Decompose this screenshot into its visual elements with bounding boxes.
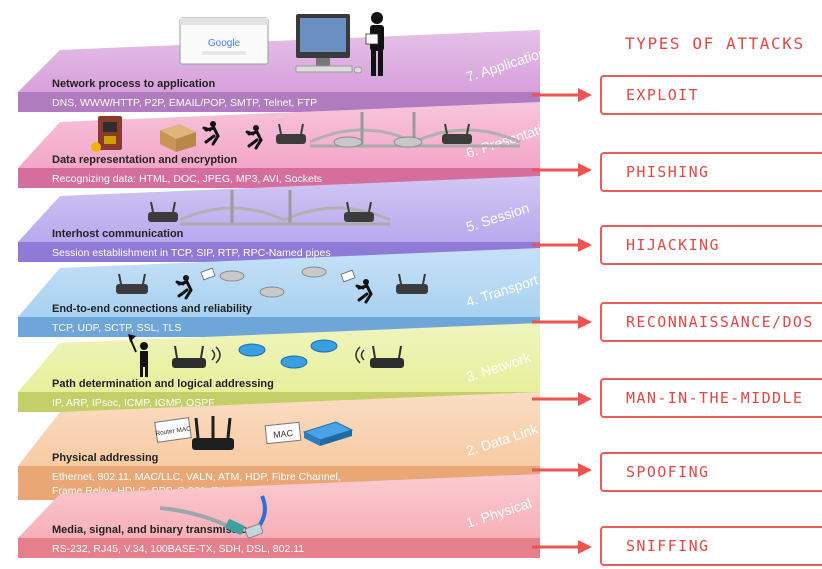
layer-protocols: IP, ARP, IPsec, ICMP, IGMP, OSPF xyxy=(52,397,215,409)
mac-tag-text: MAC xyxy=(273,428,294,440)
router-mac-tag-text: Router MAC xyxy=(155,425,192,437)
router-mac-tag: Router MAC xyxy=(154,417,192,443)
router-icon xyxy=(442,123,472,144)
attack-box-exploit: EXPLOIT xyxy=(600,75,822,115)
attack-label: SPOOFING xyxy=(626,463,710,481)
arrow-icon xyxy=(532,88,592,102)
router-icon xyxy=(172,345,206,368)
attack-label: EXPLOIT xyxy=(626,86,700,104)
attacks-title: TYPES OF ATTACKS xyxy=(625,34,805,53)
attack-label: HIJACKING xyxy=(626,236,720,254)
person-icon xyxy=(365,12,384,76)
router-icon xyxy=(192,416,234,450)
network-router-icon xyxy=(238,339,338,369)
layer-protocols: Session establishment in TCP, SIP, RTP, … xyxy=(52,247,331,259)
attack-box-reconnaissance-dos: RECONNAISSANCE/DOS xyxy=(600,302,822,342)
arrow-icon xyxy=(532,238,592,252)
envelope-icon xyxy=(200,267,216,281)
attack-label: SNIFFING xyxy=(626,537,710,555)
runner-icon xyxy=(245,125,263,150)
attack-box-hijacking: HIJACKING xyxy=(600,225,822,265)
envelope-icon xyxy=(340,269,356,283)
atm-icon xyxy=(98,116,122,150)
network-hub-icon xyxy=(333,136,423,148)
package-icon xyxy=(160,124,196,152)
router-icon xyxy=(370,345,404,368)
arrow-icon xyxy=(532,163,592,177)
layer-title: Interhost communication xyxy=(52,228,184,240)
attack-label: RECONNAISSANCE/DOS xyxy=(626,313,814,331)
router-icon xyxy=(396,273,428,294)
layer-sheen xyxy=(18,176,540,242)
layer-title: Data representation and encryption xyxy=(52,154,237,166)
person-with-flag-icon xyxy=(128,334,148,377)
router-icon xyxy=(116,273,148,294)
arrow-icon xyxy=(532,463,592,477)
layer-title: End-to-end connections and reliability xyxy=(52,303,253,315)
layer-title: Path determination and logical addressin… xyxy=(52,378,274,390)
router-icon xyxy=(148,201,178,222)
computer-icon xyxy=(295,14,363,74)
lock-icon xyxy=(91,142,101,152)
runner-icon xyxy=(202,121,220,146)
runner-icon xyxy=(175,275,193,300)
attack-box-sniffing: SNIFFING xyxy=(600,526,822,566)
wifi-signal-icon xyxy=(211,346,221,364)
layer-title: Network process to application xyxy=(52,78,215,90)
browser-google-text: Google xyxy=(208,38,241,49)
network-switch-icon xyxy=(302,421,354,446)
bridge-icon xyxy=(179,190,391,226)
layer-sheen xyxy=(18,30,540,92)
router-icon xyxy=(276,123,306,144)
layer-title: Media, signal, and binary transmission xyxy=(52,524,255,536)
arrow-icon xyxy=(532,392,592,406)
layer-protocols: RS-232, RJ45, V.34, 100BASE-TX, SDH, DSL… xyxy=(52,543,304,555)
layer-4: End-to-end connections and reliabilityTC… xyxy=(18,248,540,337)
arrow-icon xyxy=(532,540,592,554)
layer-sheen xyxy=(18,248,540,317)
arrows xyxy=(532,88,592,554)
layer-1: Media, signal, and binary transmissionRS… xyxy=(18,474,540,558)
ethernet-cable-icon xyxy=(159,495,267,539)
browser-window-illustration: Google xyxy=(179,17,269,65)
layer-sheen xyxy=(18,323,540,392)
network-hub-icon xyxy=(219,266,327,298)
attack-label: MAN-IN-THE-MIDDLE xyxy=(626,389,804,407)
layer-band xyxy=(18,538,540,558)
arrow-icon xyxy=(532,315,592,329)
layer-band xyxy=(18,92,540,112)
router-icon xyxy=(344,201,374,222)
attack-box-phishing: PHISHING xyxy=(600,152,822,192)
layer-protocols: Ethernet, 802.11, MAC/LLC, VALN, ATM, HD… xyxy=(52,471,341,483)
runner-icon xyxy=(355,279,373,304)
layer-protocols: Recognizing data: HTML, DOC, JPEG, MP3, … xyxy=(52,173,322,185)
layer-sheen xyxy=(18,474,540,538)
layer-protocols: TCP, UDP, SCTP, SSL, TLS xyxy=(52,322,181,334)
attack-box-man-in-the-middle: MAN-IN-THE-MIDDLE xyxy=(600,378,822,418)
layer-title: Physical addressing xyxy=(52,452,158,464)
wifi-signal-icon xyxy=(355,346,365,364)
mac-tag: MAC xyxy=(264,421,302,445)
attack-label: PHISHING xyxy=(626,163,710,181)
attack-box-spoofing: SPOOFING xyxy=(600,452,822,492)
layer-protocols: DNS, WWW/HTTP, P2P, EMAIL/POP, SMTP, Tel… xyxy=(52,97,317,109)
